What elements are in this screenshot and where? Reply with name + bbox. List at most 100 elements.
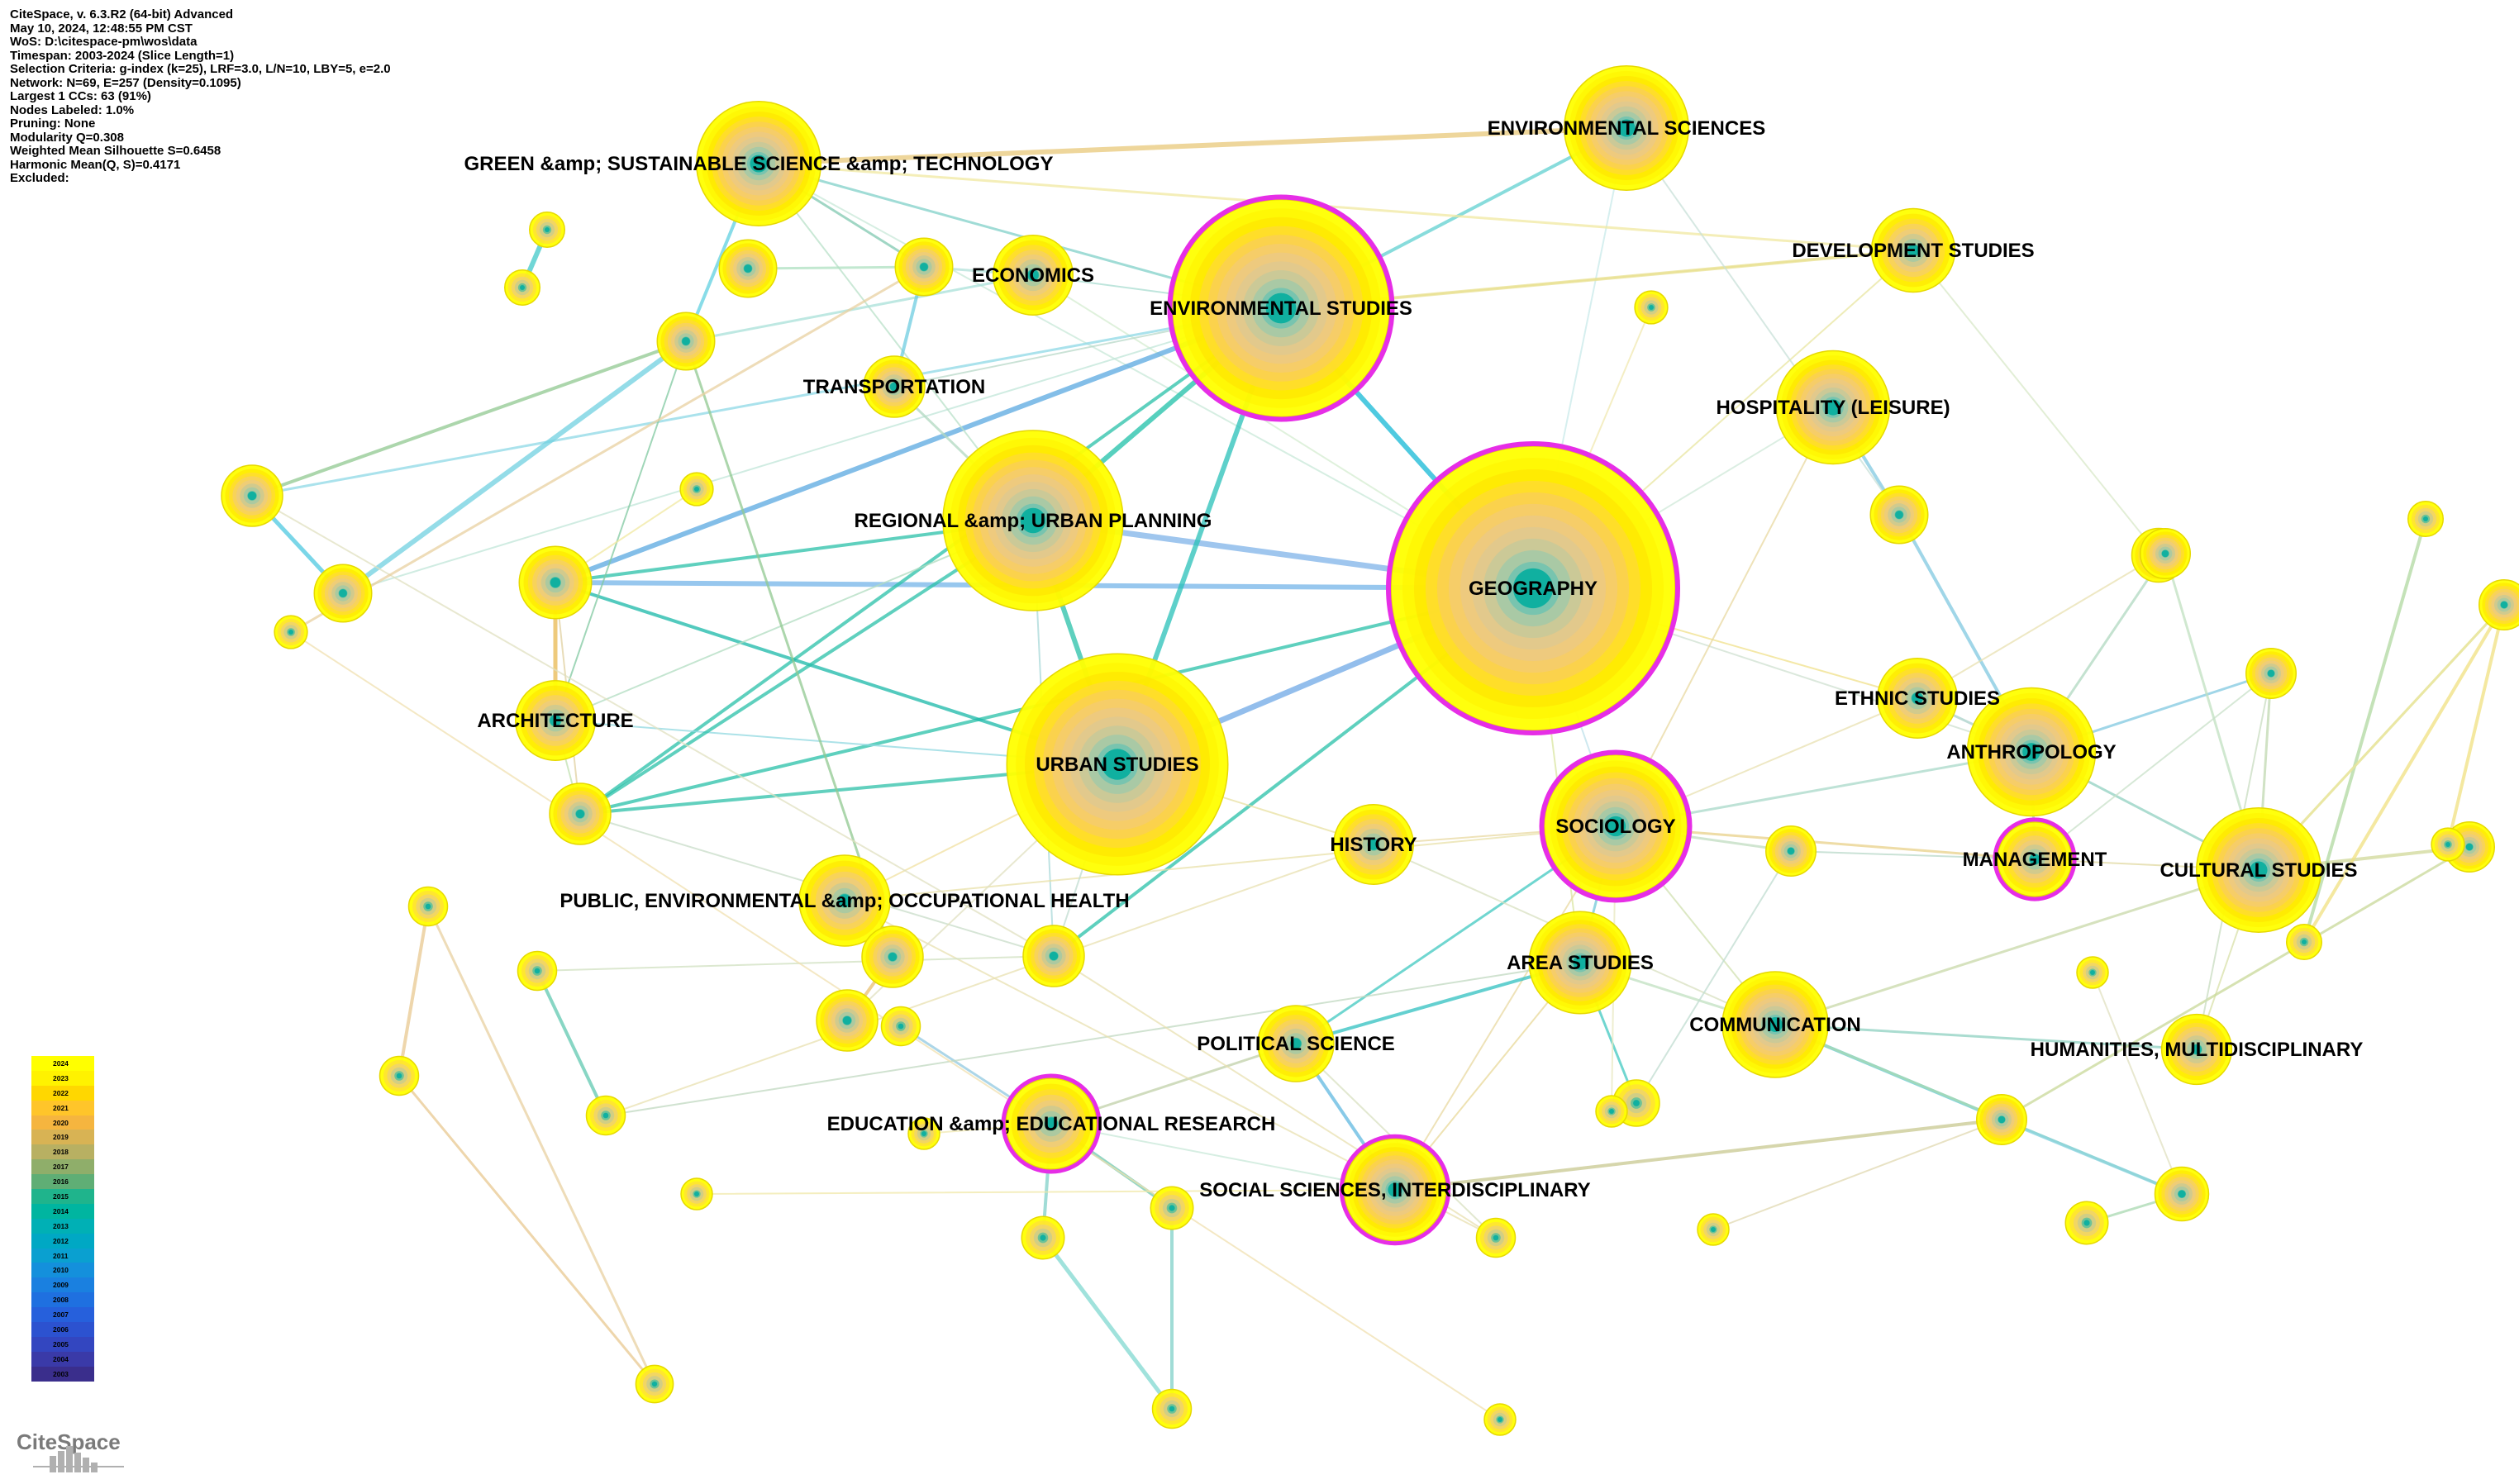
node-hospitality[interactable] — [1775, 350, 1891, 465]
node-n30[interactable] — [379, 1055, 420, 1096]
node-n20[interactable] — [2154, 1166, 2210, 1222]
legend-year-swatch: 2024 — [31, 1056, 94, 1071]
node-n2[interactable] — [1022, 925, 1085, 987]
summary-line: Selection Criteria: g-index (k=25), LRF=… — [10, 62, 391, 76]
node-transportation[interactable] — [863, 355, 926, 418]
edge-n26-n27 — [536, 969, 607, 1117]
node-n24[interactable] — [880, 1006, 921, 1047]
edge-hospitality-sociology — [1615, 407, 1834, 827]
node-public_health[interactable] — [798, 854, 891, 947]
node-n8[interactable] — [894, 237, 954, 297]
node-n27[interactable] — [585, 1095, 626, 1136]
node-n5[interactable] — [313, 564, 373, 623]
node-n1[interactable] — [518, 545, 593, 620]
node-n32[interactable] — [529, 212, 565, 248]
node-n25[interactable] — [1151, 1388, 1193, 1429]
node-label-env_studies: ENVIRONMENTAL STUDIES — [1150, 297, 1412, 320]
node-anthropology[interactable] — [1966, 687, 2097, 817]
node-n40[interactable] — [1483, 1403, 1517, 1436]
node-n43[interactable] — [1595, 1095, 1628, 1128]
node-economics[interactable] — [993, 235, 1074, 316]
node-n14[interactable] — [2140, 528, 2191, 579]
node-label-humanities: HUMANITIES, MULTIDISCIPLINARY — [2031, 1039, 2364, 1061]
legend-year-swatch: 2012 — [31, 1233, 94, 1249]
node-n17[interactable] — [1765, 825, 1817, 877]
node-regional[interactable] — [942, 430, 1124, 611]
node-n21[interactable] — [2064, 1201, 2109, 1245]
summary-line: Network: N=69, E=257 (Density=0.1095) — [10, 75, 241, 90]
node-n35[interactable] — [2286, 924, 2322, 960]
node-n28[interactable] — [1475, 1217, 1517, 1258]
legend-year-swatch: 2010 — [31, 1263, 94, 1278]
node-area[interactable] — [1528, 911, 1632, 1015]
node-n6[interactable] — [221, 464, 283, 527]
node-env_sci[interactable] — [1564, 65, 1689, 191]
summary-line: May 10, 2024, 12:48:55 PM CST — [10, 21, 193, 36]
node-ethnic[interactable] — [1877, 658, 1958, 739]
edge-n30-n31 — [398, 1074, 656, 1386]
node-n15[interactable] — [2479, 579, 2519, 630]
node-n4[interactable] — [656, 312, 716, 371]
node-communication[interactable] — [1721, 971, 1829, 1078]
node-architecture[interactable] — [515, 680, 596, 761]
node-geography[interactable] — [1386, 441, 1680, 735]
edge-sociology-public_health — [844, 825, 1617, 901]
node-n23[interactable] — [1150, 1186, 1194, 1230]
node-n29[interactable] — [407, 886, 449, 927]
legend-year-swatch: 2022 — [31, 1085, 94, 1101]
edge-cultural-communication — [1774, 868, 2260, 1026]
node-n12[interactable] — [1869, 485, 1929, 545]
node-n13[interactable] — [2245, 648, 2297, 699]
legend-year-swatch: 2013 — [31, 1218, 94, 1234]
node-label-education: EDUCATION &amp; EDUCATIONAL RESEARCH — [827, 1113, 1276, 1135]
legend-year-swatch: 2021 — [31, 1100, 94, 1115]
node-n34[interactable] — [2407, 501, 2444, 537]
node-development[interactable] — [1870, 207, 1956, 293]
edge-n29-n31 — [426, 905, 656, 1386]
node-cultural[interactable] — [2196, 807, 2321, 933]
node-n31[interactable] — [635, 1364, 674, 1404]
node-label-anthropology: ANTHROPOLOGY — [1946, 741, 2116, 763]
node-urban[interactable] — [1006, 653, 1229, 876]
node-n7[interactable] — [718, 239, 778, 298]
node-n36[interactable] — [2431, 827, 2465, 862]
node-n19[interactable] — [1976, 1094, 2027, 1145]
node-n44[interactable] — [907, 1117, 940, 1150]
node-n33[interactable] — [504, 269, 540, 306]
node-label-history: HISTORY — [1330, 834, 1417, 856]
node-n22[interactable] — [1021, 1215, 1065, 1260]
edge-n4-architecture — [555, 340, 687, 721]
edge-communication-humanities — [1774, 1023, 2198, 1051]
edge-n42-n19 — [1712, 1119, 2002, 1230]
node-n41[interactable] — [680, 1177, 713, 1211]
edge-n2-n6 — [251, 495, 1055, 957]
edge-n4-n9 — [684, 340, 894, 958]
summary-line: Pruning: None — [10, 117, 96, 131]
node-political[interactable] — [1257, 1005, 1335, 1082]
edge-n4-n6 — [250, 340, 688, 497]
node-n9[interactable] — [861, 925, 924, 988]
node-management[interactable] — [1993, 817, 2077, 901]
node-humanities[interactable] — [2160, 1013, 2233, 1086]
node-env_studies[interactable] — [1167, 194, 1395, 422]
node-green[interactable] — [696, 101, 821, 226]
node-label-political: POLITICAL SCIENCE — [1197, 1033, 1395, 1055]
node-label-cultural: CULTURAL STUDIES — [2159, 859, 2357, 882]
node-n10[interactable] — [816, 989, 879, 1052]
node-social_sci[interactable] — [1339, 1134, 1451, 1246]
node-n38[interactable] — [679, 472, 714, 507]
node-n26[interactable] — [517, 950, 558, 992]
node-sociology[interactable] — [1539, 749, 1693, 903]
node-education[interactable] — [1001, 1073, 1102, 1174]
node-label-communication: COMMUNICATION — [1689, 1014, 1861, 1036]
node-history[interactable] — [1333, 804, 1414, 885]
summary-line: Excluded: — [10, 171, 69, 185]
node-n37[interactable] — [1634, 290, 1669, 325]
node-n42[interactable] — [1697, 1213, 1730, 1246]
node-n45[interactable] — [2076, 956, 2109, 989]
node-label-social_sci: SOCIAL SCIENCES, INTERDISCIPLINARY — [1199, 1179, 1590, 1201]
node-n3[interactable] — [549, 782, 612, 845]
node-n39[interactable] — [274, 615, 308, 649]
summary-line: Weighted Mean Silhouette S=0.6458 — [10, 144, 221, 158]
